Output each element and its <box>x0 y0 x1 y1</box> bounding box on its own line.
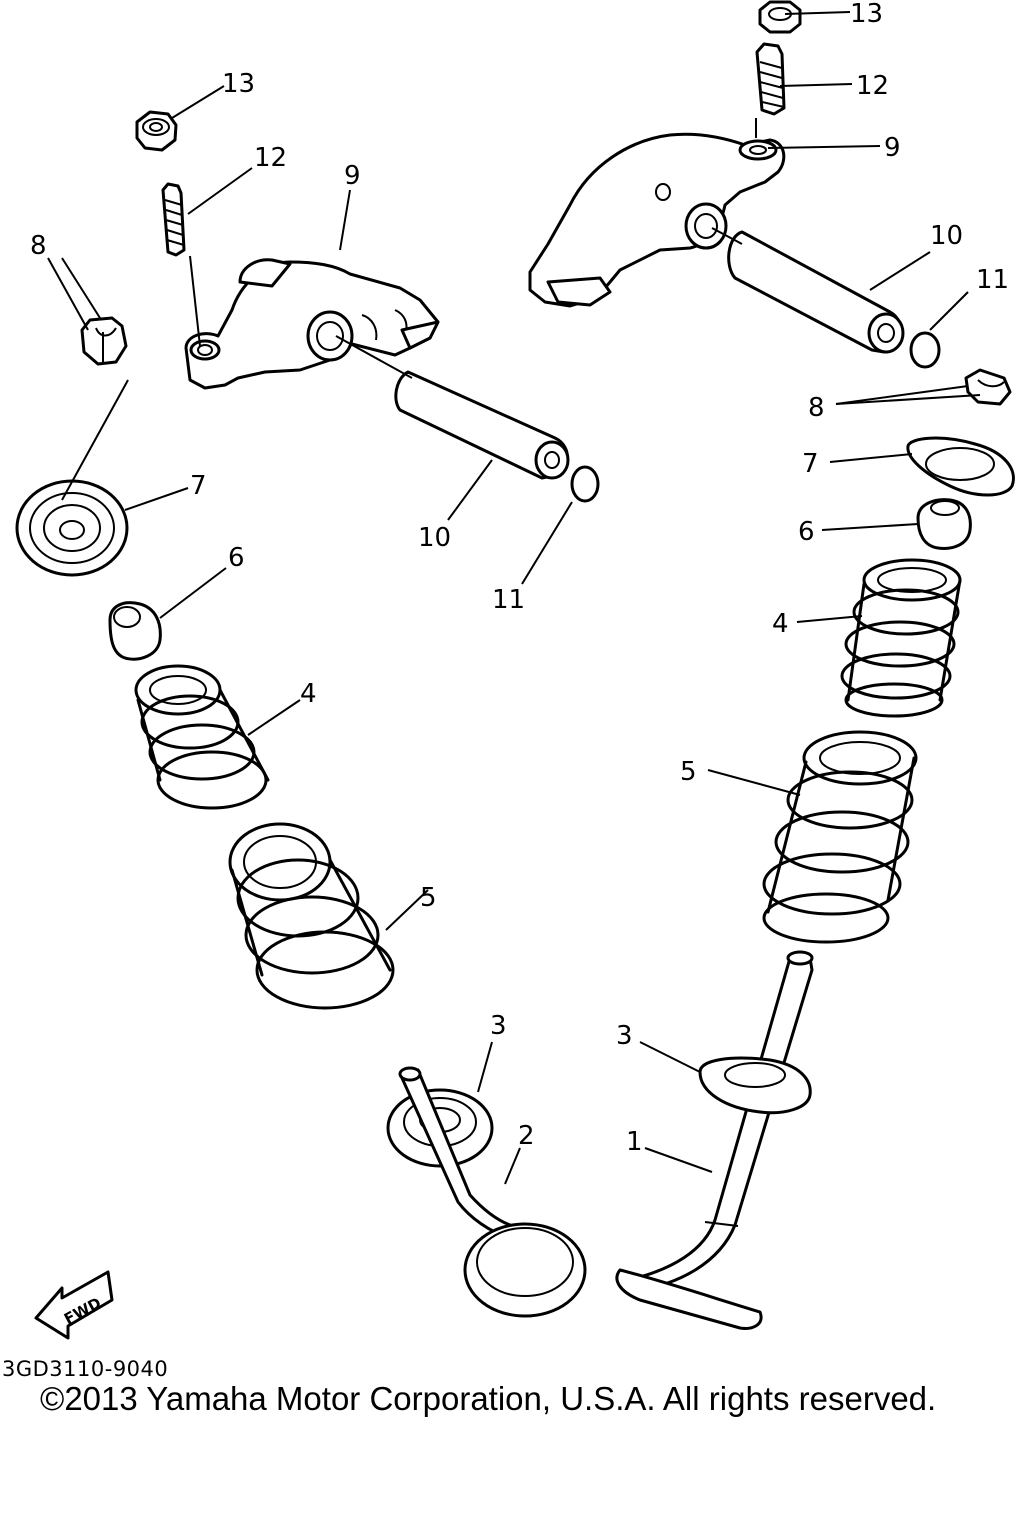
callout-3-right: 3 <box>616 1021 633 1051</box>
callout-1: 1 <box>626 1127 643 1157</box>
copyright-notice: ©2013 Yamaha Motor Corporation, U.S.A. A… <box>40 1380 937 1417</box>
diagram-code: 3GD3110-9040 <box>2 1357 169 1381</box>
callout-10-left: 10 <box>418 523 451 553</box>
inner-spring-left <box>134 664 270 810</box>
callout-12-left: 12 <box>254 143 287 173</box>
callout-9-left: 9 <box>344 161 361 191</box>
rocker-shaft-left <box>394 370 570 480</box>
callout-8-right: 8 <box>808 393 825 423</box>
callout-7-right: 7 <box>802 449 819 479</box>
spring-seat-right <box>698 1056 812 1115</box>
callout-10-right: 10 <box>930 221 963 251</box>
callout-8-left: 8 <box>30 231 47 261</box>
callout-4-right: 4 <box>772 609 789 639</box>
valve-right <box>615 950 814 1330</box>
adjusting-screw-right <box>755 42 786 116</box>
outer-spring-left <box>228 822 395 1010</box>
valve-left <box>398 1066 587 1318</box>
callout-5-right: 5 <box>680 757 697 787</box>
callout-4-left: 4 <box>300 679 317 709</box>
o-ring-left <box>570 465 600 503</box>
rocker-arm-right <box>528 132 786 308</box>
callout-11-left: 11 <box>492 585 525 615</box>
valve-stem-seal-left <box>108 601 162 661</box>
adjusting-screw-left <box>161 182 186 257</box>
callout-9-right: 9 <box>884 133 901 163</box>
nut-right <box>758 0 802 34</box>
rocker-shaft-right <box>727 230 905 354</box>
rocker-arm-left <box>184 258 440 390</box>
callout-6-right: 6 <box>798 517 815 547</box>
callout-5-left: 5 <box>420 883 437 913</box>
callout-12-right: 12 <box>856 71 889 101</box>
valve-cotter-left <box>80 316 128 366</box>
outer-spring-right <box>762 730 918 944</box>
spring-retainer-left <box>15 479 129 577</box>
callout-7-left: 7 <box>190 471 207 501</box>
leader-lines <box>47 11 981 1185</box>
callout-3-left: 3 <box>490 1011 507 1041</box>
inner-spring-right <box>840 558 962 718</box>
callout-13-right: 13 <box>850 0 883 29</box>
callout-6-left: 6 <box>228 543 245 573</box>
callout-13-left: 13 <box>222 69 255 99</box>
o-ring-right <box>909 331 941 369</box>
callout-11-right: 11 <box>976 265 1009 295</box>
spring-retainer-right <box>906 436 1015 497</box>
valve-cotter-right <box>964 368 1012 406</box>
forward-direction-arrow: FWD <box>34 1270 114 1340</box>
valve-stem-seal-right <box>916 498 972 550</box>
callout-2: 2 <box>518 1121 535 1151</box>
nut-left <box>135 110 178 152</box>
